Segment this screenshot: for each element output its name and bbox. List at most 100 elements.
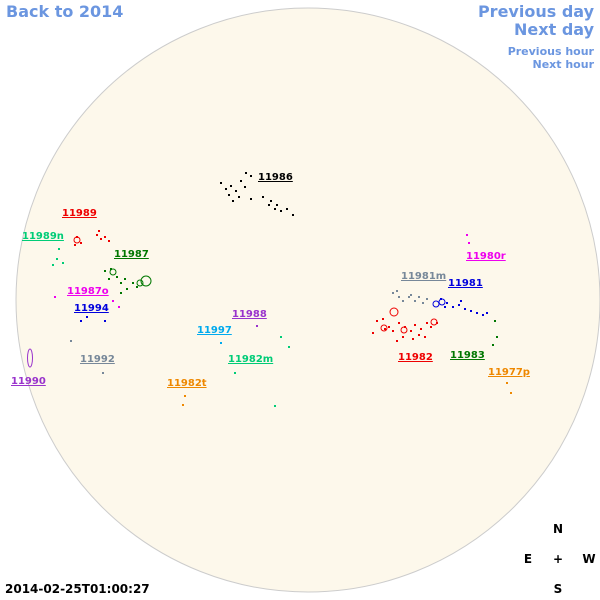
region-label-11990[interactable]: 11990 — [11, 376, 46, 387]
region-11987o-spots — [54, 296, 120, 308]
back-to-year-link[interactable]: Back to 2014 — [6, 2, 124, 21]
region-11980r-spots — [466, 234, 470, 244]
sunspot-dot — [118, 306, 120, 308]
sunspot-dot — [108, 240, 110, 242]
sunspot-dot — [506, 382, 508, 384]
sunspot-dot — [110, 268, 112, 270]
sunspot-dot — [268, 204, 270, 206]
sunspot-dot — [274, 208, 276, 210]
sunspot-dot — [392, 292, 394, 294]
region-label-11989[interactable]: 11989 — [62, 208, 97, 219]
region-11989-spots — [73, 230, 110, 246]
sunspot-dot — [230, 185, 232, 187]
sunspot-dot — [410, 330, 412, 332]
region-11987-spots — [104, 268, 152, 294]
sunspot-dot — [228, 194, 230, 196]
sunspot-dot — [96, 234, 98, 236]
sunspot-dot — [418, 296, 420, 298]
region-11989n-spots — [52, 248, 64, 266]
region-label-11987[interactable]: 11987 — [114, 249, 149, 260]
region-11990-spots — [27, 348, 33, 368]
sunspot-dot — [492, 344, 494, 346]
sunspot-dot — [102, 372, 104, 374]
sunspot-dot — [510, 392, 512, 394]
sunspot-dot — [280, 336, 282, 338]
sunspot-dot — [486, 312, 488, 314]
sunspot-dot — [458, 304, 460, 306]
sunspot-dot — [496, 336, 498, 338]
sunspot-dot — [234, 372, 236, 374]
region-label-11980r[interactable]: 11980r — [466, 251, 506, 262]
region-label-11987o[interactable]: 11987o — [67, 286, 109, 297]
region-11982t-spots — [182, 395, 186, 406]
sunspot-dot — [398, 322, 400, 324]
region-label-11988[interactable]: 11988 — [232, 309, 267, 320]
sunspot-dot — [240, 180, 242, 182]
sunspot-dot — [412, 338, 414, 340]
next-day-link[interactable]: Next day — [514, 20, 594, 39]
sunspot-dot — [104, 236, 106, 238]
sunspot-dot — [136, 286, 138, 288]
sunspot-ring — [109, 268, 117, 276]
region-11997-spots — [220, 342, 222, 344]
sunspot-dot — [182, 404, 184, 406]
sunspot-dot — [244, 186, 246, 188]
sunspot-dot — [430, 326, 432, 328]
sunspot-dot — [238, 196, 240, 198]
sunspot-dot — [58, 248, 60, 250]
region-label-11989n[interactable]: 11989n — [22, 231, 64, 242]
region-11982m-spots — [234, 336, 290, 407]
sunspot-dot — [70, 340, 72, 342]
sunspot-dot — [120, 292, 122, 294]
region-label-11992[interactable]: 11992 — [80, 354, 115, 365]
sunspot-ring — [389, 307, 399, 317]
sunspot-dot — [225, 188, 227, 190]
sunspot-dot — [220, 342, 222, 344]
sunspot-dot — [132, 282, 134, 284]
sunspot-dot — [388, 326, 390, 328]
next-hour-link[interactable]: Next hour — [532, 58, 595, 71]
compass-south: S — [553, 582, 563, 596]
region-label-11982[interactable]: 11982 — [398, 352, 433, 363]
previous-day-link[interactable]: Previous day — [477, 2, 594, 21]
region-label-11982t[interactable]: 11982t — [167, 378, 207, 389]
region-label-11986[interactable]: 11986 — [258, 172, 293, 183]
sunspot-dot — [470, 310, 472, 312]
sunspot-dot — [54, 296, 56, 298]
compass-north: N — [552, 522, 564, 536]
sunspot-dot — [376, 320, 378, 322]
region-label-11982m[interactable]: 11982m — [228, 354, 273, 365]
sunspot-dot — [250, 175, 252, 177]
sunspot-dot — [422, 302, 424, 304]
sunspot-dot — [452, 306, 454, 308]
previous-hour-link[interactable]: Previous hour — [507, 45, 594, 58]
sunspot-dot — [274, 405, 276, 407]
sunspot-dot — [104, 320, 106, 322]
sunspot-dot — [494, 320, 496, 322]
sunspot-dot — [80, 242, 82, 244]
compass-center: + — [552, 552, 564, 566]
sunspot-dot — [402, 300, 404, 302]
sunspot-outline — [27, 348, 33, 368]
region-11992-spots — [70, 340, 104, 374]
sunspot-dot — [444, 306, 446, 308]
sunspot-ring — [400, 326, 408, 334]
sunspot-dot — [235, 190, 237, 192]
region-11994-spots — [80, 316, 106, 322]
region-11986-spots — [220, 172, 294, 216]
sunspot-dot — [392, 330, 394, 332]
sunspot-dot — [262, 196, 264, 198]
region-label-11981m[interactable]: 11981m — [401, 271, 446, 282]
region-labels: 119861198911989n1198711987o1199411988119… — [11, 172, 530, 389]
region-label-11997[interactable]: 11997 — [197, 325, 232, 336]
sunspot-dot — [420, 328, 422, 330]
region-label-11977p[interactable]: 11977p — [488, 367, 530, 378]
region-11977p-spots — [506, 382, 512, 394]
region-label-11983[interactable]: 11983 — [450, 350, 485, 361]
region-label-11981[interactable]: 11981 — [448, 278, 483, 289]
region-11981-spots — [432, 298, 488, 316]
sunspot-dot — [52, 264, 54, 266]
sunspot-dot — [62, 262, 64, 264]
region-label-11994[interactable]: 11994 — [74, 303, 109, 314]
sunspot-ring — [380, 324, 388, 332]
